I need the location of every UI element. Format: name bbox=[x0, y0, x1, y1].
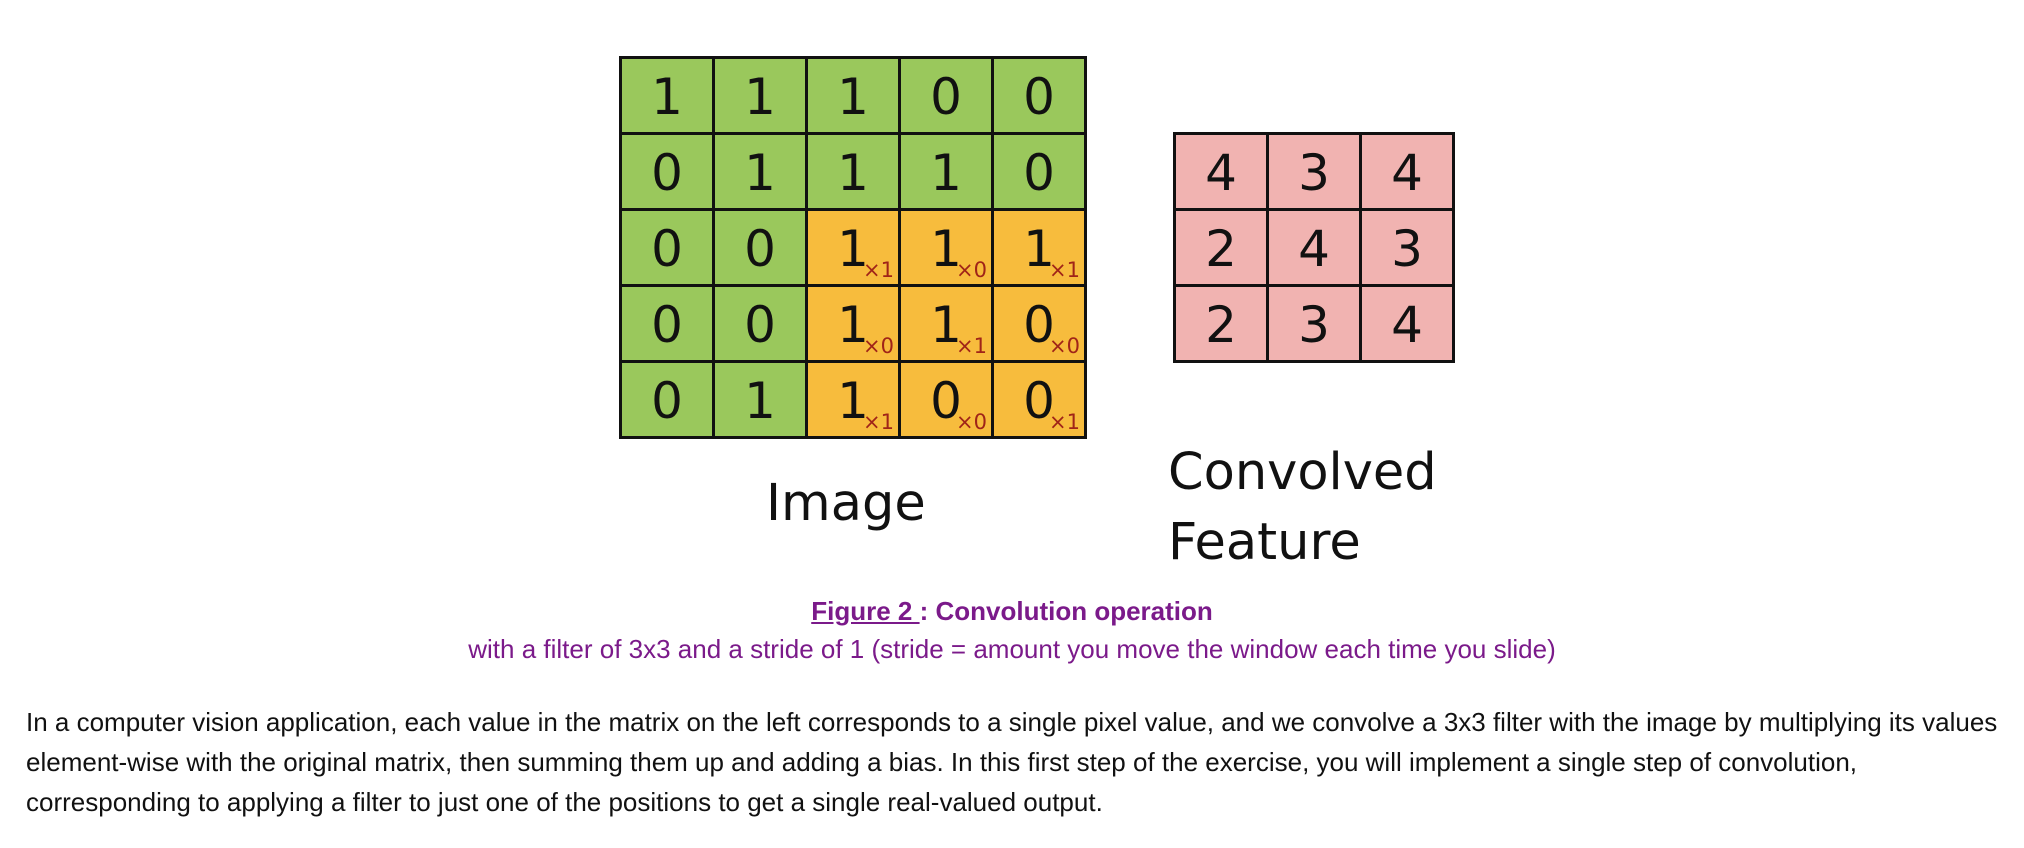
filter-weight-label: ×0 bbox=[956, 258, 987, 282]
filter-weight-label: ×1 bbox=[1049, 258, 1080, 282]
filter-weight-label: ×1 bbox=[956, 334, 987, 358]
image-cell-value: 1 bbox=[1023, 219, 1055, 278]
image-cell-value: 0 bbox=[744, 295, 776, 354]
image-cell-value: 1 bbox=[837, 295, 869, 354]
image-cell-value: 1 bbox=[651, 67, 683, 126]
image-cell-value: 1 bbox=[837, 219, 869, 278]
convolved-feature-label: Convolved Feature bbox=[1168, 438, 1488, 578]
image-cell: 0 bbox=[715, 287, 808, 363]
image-cell-filtered: 1×1 bbox=[808, 363, 901, 439]
image-cell-value: 0 bbox=[1023, 67, 1055, 126]
image-cell-filtered: 1×1 bbox=[901, 287, 994, 363]
convolved-feature-matrix: 4 3 4 2 4 3 2 3 4 bbox=[1173, 132, 1455, 363]
image-cell-filtered: 1×0 bbox=[808, 287, 901, 363]
feature-cell-value: 4 bbox=[1205, 143, 1237, 202]
image-cell-filtered: 0×0 bbox=[901, 363, 994, 439]
image-cell-value: 0 bbox=[651, 219, 683, 278]
image-cell-value: 1 bbox=[744, 67, 776, 126]
image-cell-value: 1 bbox=[930, 219, 962, 278]
feature-cell: 2 bbox=[1176, 287, 1269, 363]
image-cell-filtered: 1×1 bbox=[808, 211, 901, 287]
image-cell-value: 0 bbox=[744, 219, 776, 278]
image-cell: 1 bbox=[808, 59, 901, 135]
image-cell-value: 1 bbox=[744, 143, 776, 202]
convolved-feature-label-line1: Convolved bbox=[1168, 443, 1437, 502]
feature-cell: 4 bbox=[1362, 287, 1455, 363]
image-cell: 0 bbox=[715, 211, 808, 287]
image-cell: 1 bbox=[715, 59, 808, 135]
feature-cell-value: 4 bbox=[1391, 143, 1423, 202]
caption-separator: : bbox=[919, 596, 936, 626]
image-cell-value: 0 bbox=[930, 67, 962, 126]
figure-caption-title: Figure 2 : Convolution operation bbox=[0, 595, 2024, 627]
filter-weight-label: ×1 bbox=[1049, 410, 1080, 434]
figure-number-link[interactable]: Figure 2 bbox=[811, 596, 920, 626]
image-cell: 0 bbox=[622, 287, 715, 363]
image-cell-value: 0 bbox=[651, 143, 683, 202]
image-cell: 0 bbox=[622, 363, 715, 439]
image-cell: 0 bbox=[622, 135, 715, 211]
image-cell: 1 bbox=[622, 59, 715, 135]
figure-caption-subtitle: with a filter of 3x3 and a stride of 1 (… bbox=[468, 634, 1556, 664]
image-cell: 0 bbox=[994, 59, 1087, 135]
image-cell: 1 bbox=[808, 135, 901, 211]
image-cell-value: 1 bbox=[930, 143, 962, 202]
image-cell-value: 1 bbox=[837, 67, 869, 126]
feature-cell-value: 3 bbox=[1391, 219, 1423, 278]
image-cell-value: 1 bbox=[744, 371, 776, 430]
image-cell-value: 1 bbox=[837, 371, 869, 430]
image-cell-value: 0 bbox=[1023, 143, 1055, 202]
image-cell: 0 bbox=[901, 59, 994, 135]
image-cell: 0 bbox=[994, 135, 1087, 211]
image-label: Image bbox=[766, 474, 926, 533]
image-cell: 0 bbox=[622, 211, 715, 287]
feature-cell: 4 bbox=[1269, 211, 1362, 287]
feature-cell-value: 3 bbox=[1298, 143, 1330, 202]
convolved-feature-label-line2: Feature bbox=[1168, 513, 1361, 572]
image-cell-filtered: 1×1 bbox=[994, 211, 1087, 287]
feature-cell: 2 bbox=[1176, 211, 1269, 287]
image-cell-value: 0 bbox=[930, 371, 962, 430]
image-cell-value: 1 bbox=[930, 295, 962, 354]
filter-weight-label: ×0 bbox=[1049, 334, 1080, 358]
image-cell-value: 0 bbox=[1023, 295, 1055, 354]
feature-cell-value: 4 bbox=[1391, 295, 1423, 354]
image-cell: 1 bbox=[715, 135, 808, 211]
feature-cell: 4 bbox=[1362, 135, 1455, 211]
image-cell-filtered: 1×0 bbox=[901, 211, 994, 287]
feature-cell-value: 2 bbox=[1205, 219, 1237, 278]
filter-weight-label: ×0 bbox=[956, 410, 987, 434]
filter-weight-label: ×1 bbox=[863, 410, 894, 434]
image-cell: 1 bbox=[715, 363, 808, 439]
image-cell-filtered: 0×0 bbox=[994, 287, 1087, 363]
image-cell-value: 0 bbox=[1023, 371, 1055, 430]
image-cell-value: 0 bbox=[651, 295, 683, 354]
image-cell-value: 0 bbox=[651, 371, 683, 430]
feature-cell-value: 2 bbox=[1205, 295, 1237, 354]
image-cell: 1 bbox=[901, 135, 994, 211]
image-cell-value: 1 bbox=[837, 143, 869, 202]
filter-weight-label: ×1 bbox=[863, 258, 894, 282]
body-paragraph: In a computer vision application, each v… bbox=[26, 707, 1998, 817]
feature-cell-value: 3 bbox=[1298, 295, 1330, 354]
filter-weight-label: ×0 bbox=[863, 334, 894, 358]
caption-title-text: Convolution operation bbox=[935, 596, 1213, 626]
feature-cell: 3 bbox=[1362, 211, 1455, 287]
feature-cell: 3 bbox=[1269, 135, 1362, 211]
image-cell-filtered: 0×1 bbox=[994, 363, 1087, 439]
feature-cell-value: 4 bbox=[1298, 219, 1330, 278]
feature-cell: 4 bbox=[1176, 135, 1269, 211]
feature-cell: 3 bbox=[1269, 287, 1362, 363]
body-next-line-partial: Later in this notebook, you'll apply thi… bbox=[26, 838, 1726, 848]
